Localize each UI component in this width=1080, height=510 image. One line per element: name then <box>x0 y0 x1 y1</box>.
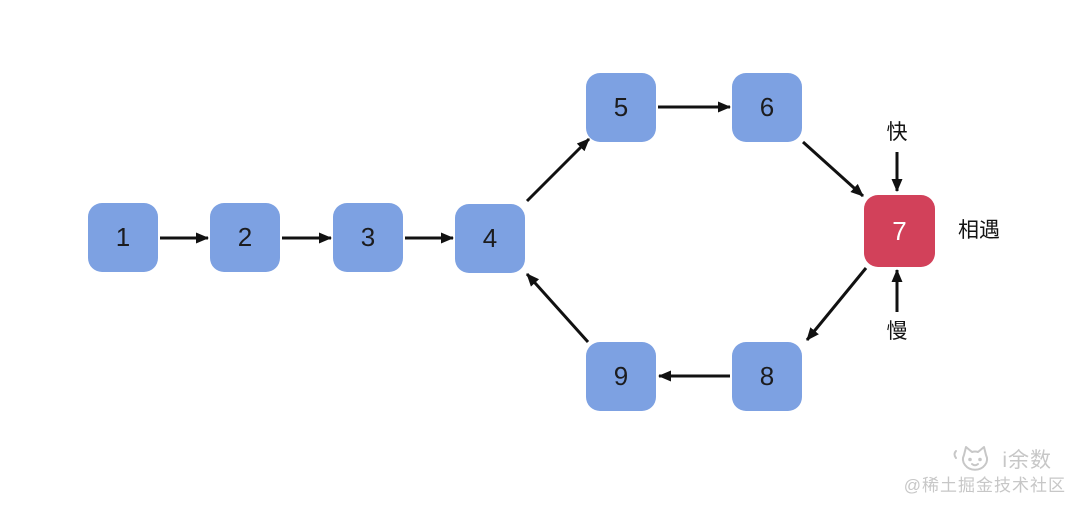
arrow-7-8 <box>805 267 868 341</box>
label-meet: 相遇 <box>958 219 1000 242</box>
watermark: i余数 @稀土掘金技术社区 <box>904 445 1066 496</box>
node-7: 7 <box>864 195 935 267</box>
node-6: 6 <box>732 73 802 142</box>
node-9: 9 <box>586 342 656 411</box>
watermark-top-row: i余数 <box>951 445 1052 475</box>
node-1: 1 <box>88 203 158 272</box>
label-slow: 慢 <box>886 320 908 343</box>
arrow-9-4 <box>525 272 590 344</box>
arrow-4-5 <box>525 137 591 203</box>
node-3: 3 <box>333 203 403 272</box>
node-2: 2 <box>210 203 280 272</box>
label-fast: 快 <box>886 121 908 144</box>
watermark-community: @稀土掘金技术社区 <box>903 476 1066 496</box>
arrow-6-7 <box>801 140 865 198</box>
watermark-author: i余数 <box>1002 448 1052 472</box>
node-8: 8 <box>732 342 802 411</box>
node-4: 4 <box>455 204 525 273</box>
node-5: 5 <box>586 73 656 142</box>
cat-icon <box>953 446 989 471</box>
